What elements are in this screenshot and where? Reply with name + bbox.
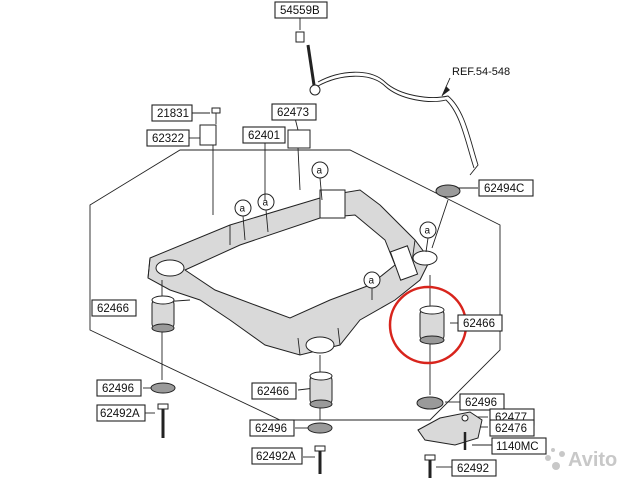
svg-text:a: a bbox=[369, 276, 375, 287]
label-62496-right: 62496 bbox=[459, 393, 505, 411]
svg-text:REF.54-548: REF.54-548 bbox=[452, 66, 510, 78]
rear-left-mount-boss bbox=[305, 336, 335, 354]
svg-text:62466: 62466 bbox=[97, 303, 129, 315]
bracket-62473 bbox=[287, 129, 311, 149]
label-62322: 62322 bbox=[146, 129, 190, 147]
bolt-62492A-left bbox=[157, 403, 169, 438]
svg-text:21831: 21831 bbox=[157, 108, 189, 120]
subframe-opening bbox=[183, 214, 396, 319]
callout-a-2: a bbox=[257, 193, 275, 211]
svg-text:62466: 62466 bbox=[463, 318, 495, 330]
bolt-62492A-bottom bbox=[314, 445, 326, 474]
label-62496-bottom: 62496 bbox=[249, 419, 295, 437]
callout-a-5: a bbox=[363, 271, 381, 289]
svg-text:62466: 62466 bbox=[257, 386, 289, 398]
svg-text:62492: 62492 bbox=[457, 463, 489, 475]
bolt-head-21831 bbox=[211, 107, 221, 114]
label-62466-bottom: 62466 bbox=[251, 382, 297, 400]
svg-text:62492A: 62492A bbox=[100, 408, 140, 420]
svg-text:62401: 62401 bbox=[248, 130, 280, 142]
washer-62494C bbox=[435, 184, 461, 198]
svg-text:1140MC: 1140MC bbox=[496, 441, 539, 453]
bracket-62477 bbox=[417, 411, 483, 446]
svg-text:a: a bbox=[240, 204, 246, 215]
watermark: Avito bbox=[545, 448, 617, 471]
svg-text:a: a bbox=[263, 198, 269, 209]
washer-62496-left bbox=[150, 382, 176, 394]
callout-a-1-leader bbox=[242, 215, 246, 241]
front-right-mount-boss bbox=[412, 250, 438, 266]
washer-62496-bottom bbox=[307, 422, 333, 434]
link-ball-joint bbox=[309, 84, 321, 96]
bushing-62466-bottom bbox=[309, 371, 333, 409]
right-bracket bbox=[389, 245, 419, 281]
bushing-62466-left bbox=[151, 295, 175, 333]
callout-a-3-leader bbox=[319, 177, 323, 201]
assembly-boundary bbox=[89, 149, 501, 421]
washer-62496-right bbox=[416, 396, 444, 410]
guide-62473 bbox=[297, 147, 301, 191]
callout-a-3: a bbox=[311, 161, 329, 179]
svg-text:62496: 62496 bbox=[465, 397, 497, 409]
svg-text:62496: 62496 bbox=[255, 423, 287, 435]
bolt-62492 bbox=[424, 454, 436, 478]
svg-text:Avito: Avito bbox=[568, 449, 617, 471]
reference-label: REF.54-548 bbox=[452, 66, 510, 78]
svg-text:62322: 62322 bbox=[152, 133, 184, 145]
label-62473: 62473 bbox=[271, 103, 317, 121]
svg-text:a: a bbox=[425, 226, 431, 237]
label-62496-left: 62496 bbox=[96, 379, 142, 397]
svg-text:62492A: 62492A bbox=[256, 451, 296, 463]
label-21831: 21831 bbox=[151, 104, 193, 122]
ref-arrow-icon bbox=[442, 86, 450, 96]
link-nut-icon bbox=[295, 31, 305, 43]
bushing-62466-right bbox=[419, 305, 445, 345]
callout-a-4-leader bbox=[425, 237, 429, 253]
svg-text:a: a bbox=[317, 166, 323, 177]
label-62492A-left: 62492A bbox=[96, 404, 146, 422]
label-62476: 62476 bbox=[489, 419, 535, 437]
label-62401: 62401 bbox=[242, 126, 286, 144]
callout-a-1: a bbox=[234, 199, 252, 217]
guide-upper-right bbox=[431, 199, 449, 249]
svg-text:62473: 62473 bbox=[277, 107, 309, 119]
stabilizer-link bbox=[306, 44, 316, 86]
label-62494C: 62494C bbox=[478, 179, 534, 197]
label-62492A-bottom: 62492A bbox=[251, 447, 303, 465]
svg-text:62476: 62476 bbox=[495, 423, 527, 435]
label-54559B: 54559B bbox=[274, 1, 328, 19]
label-62466-right: 62466 bbox=[457, 314, 503, 332]
stabilizer-bar-edge bbox=[317, 75, 475, 169]
svg-text:62494C: 62494C bbox=[484, 183, 524, 195]
bracket-62322 bbox=[199, 124, 217, 146]
callout-a-4: a bbox=[419, 221, 437, 239]
label-62466-left: 62466 bbox=[91, 299, 137, 317]
callout-a-2-leader bbox=[265, 209, 269, 233]
upper-right-tower bbox=[319, 189, 346, 219]
bracket-hole bbox=[461, 414, 469, 422]
label-62492: 62492 bbox=[451, 459, 497, 477]
svg-text:54559B: 54559B bbox=[280, 5, 320, 17]
stabilizer-bar bbox=[317, 71, 479, 176]
label-1140MC: 1140MC bbox=[491, 437, 547, 455]
front-left-mount-boss bbox=[155, 259, 185, 277]
svg-text:62496: 62496 bbox=[102, 383, 134, 395]
